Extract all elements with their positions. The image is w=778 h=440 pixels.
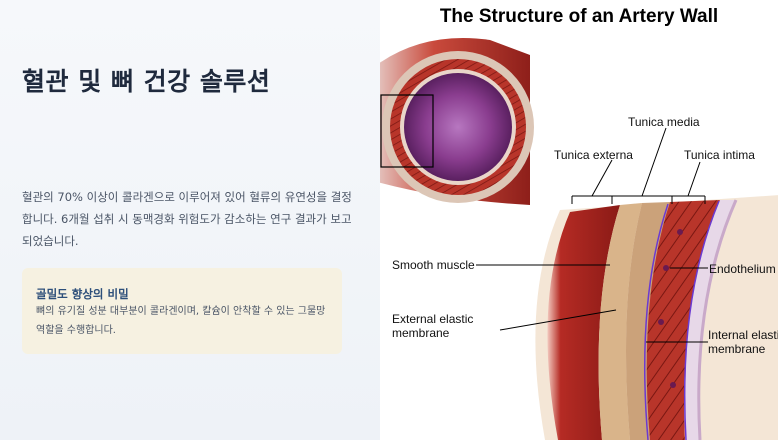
label-internal-elastic-line1: Internal elastic xyxy=(708,328,778,342)
label-external-elastic-line2: membrane xyxy=(392,326,450,340)
wall-section xyxy=(535,195,778,440)
intima-band xyxy=(684,200,736,440)
artery-illustration xyxy=(380,38,778,440)
diagram-title: The Structure of an Artery Wall xyxy=(439,6,719,27)
zoom-box xyxy=(380,94,434,168)
layer-brackets xyxy=(476,127,708,343)
lumen xyxy=(404,73,512,181)
external-elastic-line xyxy=(644,203,669,440)
text-panel: 혈관 및 뼈 건강 솔루션 혈관의 70% 이상이 콜라겐으로 이루어져 있어 … xyxy=(0,0,380,440)
page-title: 혈관 및 뼈 건강 솔루션 xyxy=(22,67,271,96)
callout-text: 뼈의 유기질 성분 대부분이 콜라겐이며, 칼슘이 안착할 수 있는 그물망 역… xyxy=(36,306,326,336)
externa-band xyxy=(598,203,642,440)
label-endothelium: Endothelium xyxy=(709,262,776,276)
label-internal-elastic-line2: membrane xyxy=(708,342,766,356)
outer-wall-band xyxy=(547,205,620,440)
media-band xyxy=(646,200,720,440)
artery-tube xyxy=(380,38,534,205)
callout-title: 골밀도 향상의 비밀 xyxy=(36,287,129,301)
artery-diagram: The Structure of an Artery Wall xyxy=(380,0,778,440)
internal-elastic-line xyxy=(683,200,720,440)
callout-card: 골밀도 향상의 비밀 뼈의 유기질 성분 대부분이 콜라겐이며, 칼슘이 안착할… xyxy=(22,268,342,354)
label-smooth-muscle: Smooth muscle xyxy=(392,258,475,272)
label-tunica-externa: Tunica externa xyxy=(554,148,633,162)
label-tunica-intima: Tunica intima xyxy=(684,148,755,162)
label-external-elastic-line1: External elastic xyxy=(392,312,474,326)
description-paragraph: 혈관의 70% 이상이 콜라겐으로 이루어져 있어 혈류의 유연성을 결정합니다… xyxy=(22,190,352,248)
label-tunica-media: Tunica media xyxy=(628,115,700,129)
